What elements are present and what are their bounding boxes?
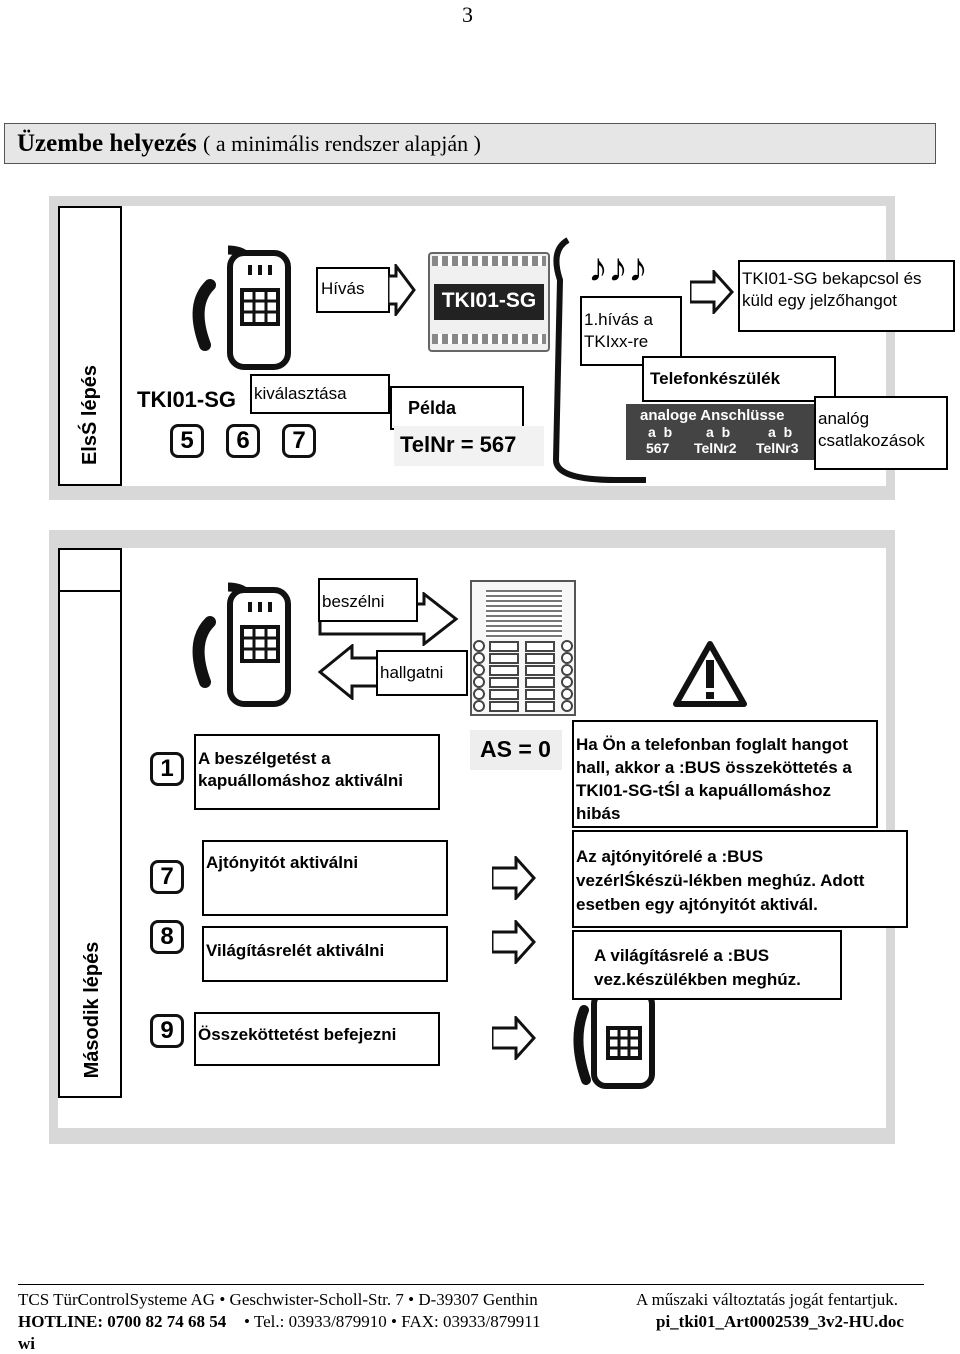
phone-cable [552,237,646,483]
music-notes-icon: ♪♪♪ [588,246,648,290]
page-title: Üzembe helyezés ( a minimális rendszer a… [17,130,481,158]
first-call-box [580,296,682,366]
intercom-phone-icon [192,582,291,707]
action-box-1 [194,734,440,810]
telephone-device-box [642,356,836,402]
device-terminals-bottom [432,334,546,344]
analog-panel [626,404,820,460]
telephone-device-label: Telefonkészülék [650,369,781,388]
page-number: 3 [462,2,473,27]
key-9: 9 [150,1014,184,1048]
footer-hotline: HOTLINE: 0700 82 74 68 54 [18,1312,227,1331]
talk-label: beszélni [322,592,385,611]
warning-icon [673,641,747,707]
as-box [470,730,562,770]
arrow-right-icon [388,264,416,316]
key-7: 7 [282,424,316,458]
footer-address: TCS TürControlSysteme AG • Geschwister-S… [18,1290,538,1309]
light-result-box [572,930,842,1000]
analog-ab-2: a b [706,424,731,440]
step1-side-bar [58,206,122,486]
device-name: TKI01-SG [441,289,537,312]
arrow-right-icon [492,856,536,900]
step1-side-label: ElsŚ lépés [79,364,101,466]
analog-ab-3: a b [768,424,793,440]
call-label-box [316,267,390,313]
action-text-1: A beszélgetést a kapuállomáshoz aktiváln… [198,749,404,790]
first-call-text: 1.hívás a TKIxx-re [584,310,653,351]
warning-text: Ha Ön a telefonban foglalt hangot hall, … [576,735,852,823]
arrow-right-icon [492,1016,536,1060]
footer-filename: pi_tki01_Art0002539_3v2-HU.doc [656,1312,904,1331]
notice-box [738,260,955,332]
light-result-text: A világításrelé a :BUS vez.készülékben m… [594,946,801,989]
action-box-2 [202,840,448,916]
analog-header: analoge Anschlüsse [640,407,785,424]
hang-up-phone-icon [573,990,655,1089]
door-station-buttons [473,640,573,712]
step2-side-label: Második lépés [81,941,103,1079]
page-title-rest: ( a minimális rendszer alapján ) [203,131,481,156]
key-7b: 7 [150,860,184,894]
action-text-2: Ajtónyitót aktiválni [206,853,359,872]
door-result-text: Az ajtónyitórelé a :BUS vezérlŚkészü-lék… [576,847,865,914]
telnr-text: TelNr = 567 [400,432,517,457]
footer-disclaimer: A műszaki változtatás jogát fentartjuk. [636,1290,899,1309]
talk-box [318,578,418,622]
call-label: Hívás [321,279,365,298]
action-box-3 [202,926,448,982]
analog-port-2: TelNr2 [694,440,737,456]
select-text-box [250,374,390,414]
notice-text: TKI01-SG bekapcsol és küld egy jelzőhang… [742,269,922,310]
key-1: 1 [150,752,184,786]
footer-initials: wi [18,1334,35,1353]
listen-box [376,650,468,696]
arrow-right-icon [492,920,536,964]
key-6: 6 [226,424,260,458]
select-text: kiválasztása [254,384,347,403]
arrow-right-icon [690,270,734,314]
analog-label-box [814,396,948,470]
door-result-box [572,830,908,928]
step2-side-bar [58,548,122,1098]
action-text-3: Világításrelét aktiválni [206,941,385,960]
select-device-name: TKI01-SG [137,387,237,412]
analog-label: analóg csatlakozások [818,409,925,450]
footer-rule [18,1284,924,1285]
door-station-speaker [486,590,562,638]
intercom-phone-icon [192,245,291,370]
device-terminals-top [432,256,546,266]
analog-ab-1: a b [648,424,673,440]
as-value: AS = 0 [480,736,551,762]
footer-contact: • Tel.: 03933/879910 • FAX: 03933/879911 [244,1312,541,1331]
action-box-4 [194,1012,440,1066]
warning-box [572,720,878,828]
page-title-bold: Üzembe helyezés [17,130,197,157]
example-label: Példa [408,398,457,418]
title-bar [4,123,936,164]
analog-port-1: 567 [646,440,670,456]
device-label-bg [434,284,544,320]
listen-label: hallgatni [380,663,444,682]
key-5: 5 [170,424,204,458]
key-8: 8 [150,920,184,954]
analog-port-3: TelNr3 [756,440,799,456]
telnr-bg [394,426,544,466]
action-text-4: Összeköttetést befejezni [198,1025,397,1044]
step2-side-cap [58,548,122,592]
